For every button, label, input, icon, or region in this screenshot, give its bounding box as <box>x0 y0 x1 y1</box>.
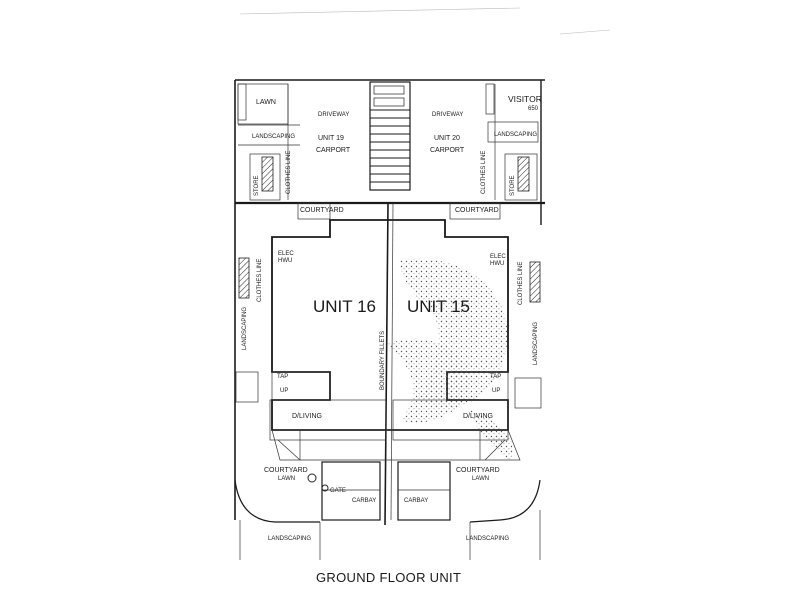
driveway-left-label: DRIVEWAY <box>318 112 349 118</box>
upper-courtyards <box>297 202 501 220</box>
carport-left-label: CARPORT <box>316 147 351 154</box>
visitor-sub-label: 650 <box>528 106 539 112</box>
clothes-mid-right-label: CLOTHES LINE <box>518 262 524 305</box>
elec-left-label: ELEC <box>278 251 294 257</box>
courtyard-mid-left-label: COURTYARD <box>300 207 344 214</box>
carbay-left-label: CARBAY <box>352 498 376 504</box>
clothes-top-right-label: CLOTHES LINE <box>481 151 487 194</box>
carport-area <box>237 83 539 201</box>
up-right-label: UP <box>492 388 500 394</box>
labels: LAWN DRIVEWAY DRIVEWAY VISITOR 650 LANDS… <box>242 94 542 585</box>
unit-15-label: UNIT 15 <box>407 297 470 316</box>
elec-right-label: ELEC <box>490 254 506 260</box>
carport-left-name: UNIT 19 <box>318 135 344 142</box>
clothes-top-left-label: CLOTHES LINE <box>286 151 292 194</box>
lower-living-area <box>269 399 521 461</box>
living-right-label: D/LIVING <box>463 413 493 420</box>
lawn-top-label: LAWN <box>256 99 276 106</box>
up-left-label: UP <box>280 388 288 394</box>
hwu-left-label: HWU <box>278 258 292 264</box>
tap-left-label: TAP <box>277 374 288 380</box>
tree-shading <box>385 258 513 460</box>
hwu-right-label: HWU <box>490 261 504 267</box>
store-left-label: STORE <box>254 175 260 196</box>
carport-right-label: CARPORT <box>430 147 465 154</box>
lawn-low-right-label: LAWN <box>472 476 489 482</box>
carport-right-name: UNIT 20 <box>434 135 460 142</box>
plan-title: GROUND FLOOR UNIT <box>316 570 461 585</box>
landscaping-top-left-label: LANDSCAPING <box>252 134 295 140</box>
lower-courtyards <box>239 461 541 560</box>
visitor-label: VISITOR <box>508 94 542 104</box>
living-left-label: D/LIVING <box>292 413 322 420</box>
clothes-mid-left-label: CLOTHES LINE <box>257 259 263 302</box>
lawn-low-left-label: LAWN <box>278 476 295 482</box>
courtyard-low-left-label: COURTYARD <box>264 467 308 474</box>
unit-16-label: UNIT 16 <box>313 297 376 316</box>
landscaping-mid-right-label: LANDSCAPING <box>533 322 539 365</box>
courtyard-low-right-label: COURTYARD <box>456 467 500 474</box>
landscaping-low-left-label: LANDSCAPING <box>268 536 311 542</box>
landscaping-top-right-label: LANDSCAPING <box>494 132 537 138</box>
driveway-right-label: DRIVEWAY <box>432 112 463 118</box>
store-right-label: STORE <box>510 175 516 196</box>
landscaping-mid-left-label: LANDSCAPING <box>242 307 248 350</box>
carbay-right-label: CARBAY <box>404 498 428 504</box>
boundary-label: BOUNDARY FILLETS <box>380 331 386 390</box>
tap-right-label: TAP <box>490 374 501 380</box>
scan-marks <box>239 7 611 35</box>
side-clotheslines <box>235 257 542 409</box>
central-stair <box>369 81 411 191</box>
gate-label: GATE <box>330 488 346 494</box>
courtyard-mid-right-label: COURTYARD <box>455 207 499 214</box>
landscaping-low-right-label: LANDSCAPING <box>466 536 509 542</box>
